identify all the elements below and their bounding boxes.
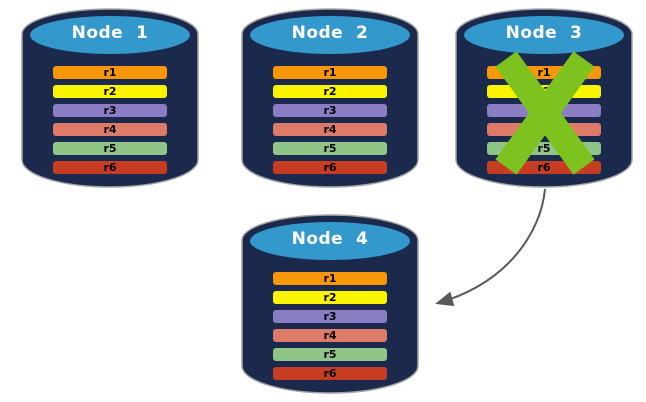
replica-row-label: r5: [537, 142, 551, 155]
cylinder-top: [30, 16, 190, 54]
replica-row-r6: r6: [53, 161, 167, 174]
replica-rows: r1 r2 r3 r4 r5 r6: [273, 272, 387, 380]
replica-row-label: r4: [323, 329, 337, 342]
replica-row-label: r6: [537, 161, 551, 174]
replica-row-r5: r5: [273, 348, 387, 361]
replica-row-r5: r5: [273, 142, 387, 155]
replica-row-label: r2: [103, 85, 117, 98]
replica-row-r1: r1: [53, 66, 167, 79]
replica-row-label: r6: [103, 161, 117, 174]
replica-row-r3: r3: [273, 310, 387, 323]
replica-row-r3: r3: [53, 104, 167, 117]
node-title: Node 2: [291, 23, 369, 43]
replica-row-label: r1: [323, 272, 337, 285]
replica-row-r6: r6: [273, 161, 387, 174]
cylinder-top: [250, 222, 410, 260]
replica-row-r4: r4: [53, 123, 167, 136]
replica-row-r2: r2: [273, 291, 387, 304]
cylinder-top: [250, 16, 410, 54]
replica-row-r4: r4: [273, 123, 387, 136]
cylinder-top: [464, 16, 624, 54]
replica-row-label: r1: [103, 66, 117, 79]
node-2: Node 2 r1 r2 r3 r4 r5 r6: [241, 8, 419, 188]
replica-row-r2: r2: [273, 85, 387, 98]
replica-row-label: r4: [323, 123, 337, 136]
replica-row-label: r5: [323, 142, 337, 155]
replica-row-r1: r1: [273, 272, 387, 285]
node-1: Node 1 r1 r2 r3 r4 r5 r6: [21, 8, 199, 188]
replica-row-r2: r2: [53, 85, 167, 98]
replica-row-r4: r4: [273, 329, 387, 342]
replica-row-label: r6: [323, 367, 337, 380]
node-4: Node 4 r1 r2 r3 r4 r5 r6: [241, 214, 419, 394]
curved-arrow-line: [435, 188, 546, 307]
replica-row-label: r2: [323, 291, 337, 304]
replica-row-label: r3: [323, 310, 337, 323]
node-title: Node 4: [291, 229, 369, 249]
replica-row-label: r2: [323, 85, 337, 98]
replica-row-label: r1: [323, 66, 337, 79]
replica-rows: r1 r2 r3 r4 r5 r6: [53, 66, 167, 174]
replica-row-label: r6: [323, 161, 337, 174]
replica-row-label: r5: [103, 142, 117, 155]
replica-row-label: r3: [323, 104, 337, 117]
replica-row-label: r4: [103, 123, 117, 136]
replica-row-label: r5: [323, 348, 337, 361]
replica-row-label: r3: [103, 104, 117, 117]
failure-x-icon: [495, 51, 595, 175]
replica-row-r5: r5: [53, 142, 167, 155]
replica-rows: r1 r2 r3 r4 r5 r6: [273, 66, 387, 174]
replica-row-r3: r3: [273, 104, 387, 117]
replica-row-r1: r1: [273, 66, 387, 79]
replica-row-label: r1: [537, 66, 551, 79]
node-title: Node 1: [71, 23, 149, 43]
node-title: Node 3: [505, 23, 583, 43]
replica-row-r6: r6: [273, 367, 387, 380]
